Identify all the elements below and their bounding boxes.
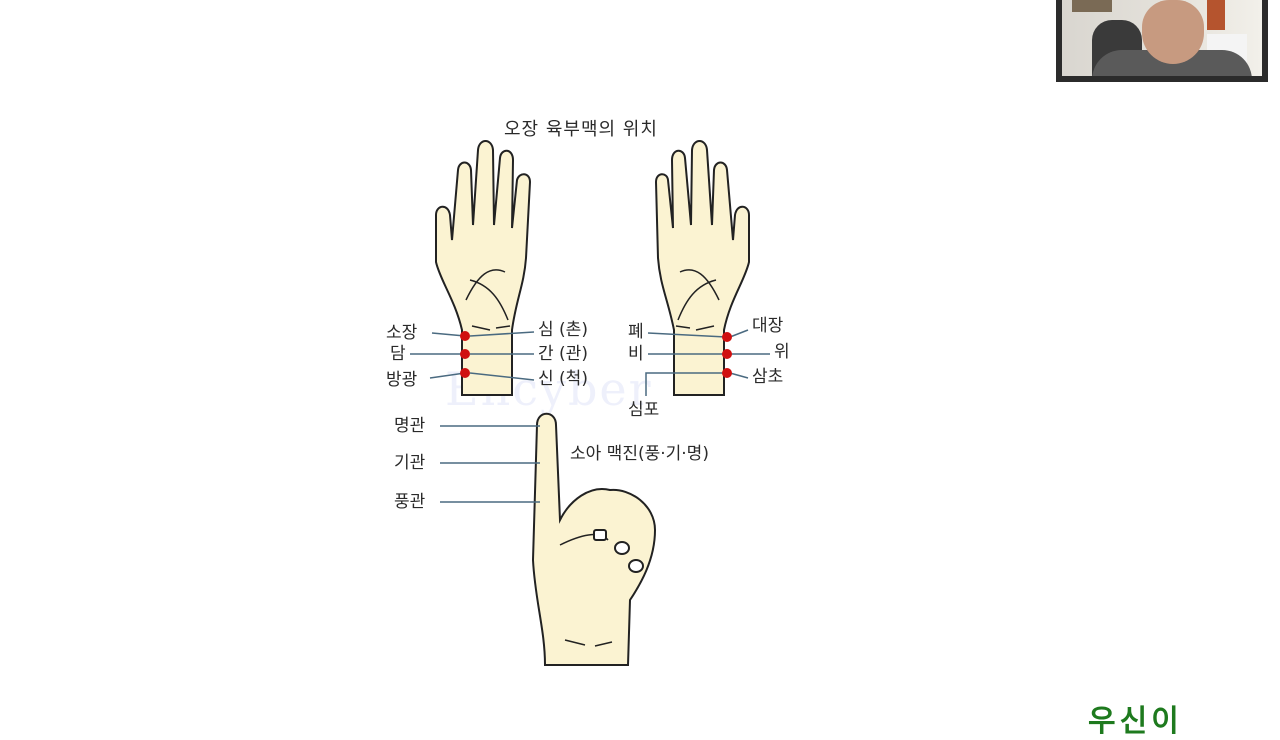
label-child-pulse-caption: 소아 맥진(풍·기·명) — [570, 444, 709, 464]
presenter-face — [1142, 0, 1204, 64]
label-pericardium: 심포 — [628, 400, 660, 420]
channel-logo: 우신이 — [1088, 704, 1183, 739]
label-small-intestine: 소장 — [386, 323, 418, 343]
label-stomach: 위 — [774, 342, 790, 362]
label-spleen: 비 — [628, 344, 644, 364]
label-kidney-cheok: 신 (척) — [538, 369, 588, 389]
hand-diagram — [410, 140, 770, 666]
label-heart-chon: 심 (촌) — [538, 320, 588, 340]
leader-lines — [410, 329, 770, 503]
webcam-overlay — [1056, 0, 1268, 82]
label-liver-gwan: 간 (관) — [538, 344, 588, 364]
anatomy-model — [1207, 0, 1225, 30]
label-gallbladder: 담 — [390, 344, 406, 364]
label-triple-burner: 삼초 — [752, 367, 784, 387]
label-gigwan: 기관 — [394, 453, 426, 473]
label-myeonggwan: 명관 — [394, 416, 426, 436]
label-bladder: 방광 — [386, 370, 418, 390]
right-hand-illustration — [654, 140, 750, 396]
left-hand-illustration — [435, 140, 532, 396]
presenter-video — [1062, 0, 1262, 76]
wall-frame — [1072, 0, 1112, 12]
child-finger-illustration — [531, 412, 657, 666]
label-large-intestine: 대장 — [752, 316, 784, 336]
pulse-points — [460, 331, 732, 378]
slide-title: 오장 육부맥의 위치 — [504, 119, 658, 140]
label-lung: 폐 — [628, 322, 644, 342]
label-punggwan: 풍관 — [394, 492, 426, 512]
